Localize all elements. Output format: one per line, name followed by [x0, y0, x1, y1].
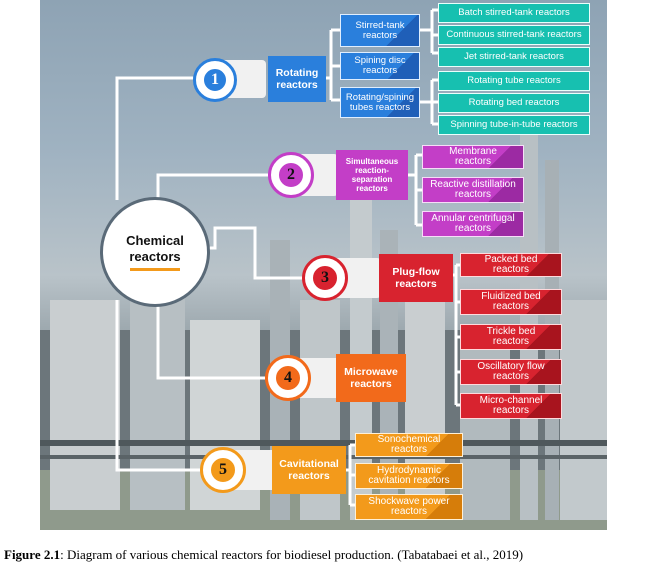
category-3-number: 3: [311, 264, 339, 292]
subtype-trickle-bed[interactable]: Trickle bed reactors: [460, 324, 562, 350]
hub-chemical-reactors[interactable]: Chemical reactors: [103, 200, 207, 304]
subtype-oscillatory-flow[interactable]: Oscillatory flow reactors: [460, 359, 562, 385]
category-2-number: 2: [277, 161, 305, 189]
variant-batch-stirred-tank[interactable]: Batch stirred-tank reactors: [438, 3, 590, 23]
category-2-badge: 2: [268, 152, 314, 198]
figure-caption: Figure 2.1: Diagram of various chemical …: [4, 547, 649, 563]
category-5-number: 5: [209, 456, 237, 484]
category-1-badge: 1: [193, 58, 237, 102]
variant-continuous-stirred-tank[interactable]: Continuous stirred-tank reactors: [438, 25, 590, 45]
subtype-fluidized-bed[interactable]: Fluidized bed reactors: [460, 289, 562, 315]
category-3-badge: 3: [302, 255, 348, 301]
category-4-microwave-reactors[interactable]: Microwave reactors: [336, 354, 406, 402]
category-1-rotating-reactors[interactable]: Rotating reactors: [268, 56, 326, 102]
hub-title: Chemical reactors: [126, 232, 184, 264]
variant-rotating-bed[interactable]: Rotating bed reactors: [438, 93, 590, 113]
category-2-simultaneous-reaction-separation[interactable]: Simultaneous reaction-separation reactor…: [336, 150, 408, 200]
subtype-micro-channel[interactable]: Micro-channel reactors: [460, 393, 562, 419]
category-5-cavitational-reactors[interactable]: Cavitational reactors: [272, 446, 346, 494]
subtype-rotating-tubes[interactable]: Rotating/spining tubes reactors: [340, 87, 420, 118]
figure-label: Figure 2.1: [4, 547, 61, 562]
hub-inner: Chemical reactors: [116, 213, 194, 291]
hub-underline: [130, 268, 180, 272]
subtype-packed-bed[interactable]: Packed bed reactors: [460, 253, 562, 277]
subtype-shockwave-power[interactable]: Shockwave power reactors: [355, 494, 463, 520]
category-3-plug-flow-reactors[interactable]: Plug-flow reactors: [379, 254, 453, 302]
connector-lines: [115, 8, 460, 507]
variant-rotating-tube[interactable]: Rotating tube reactors: [438, 71, 590, 91]
category-1-number: 1: [201, 66, 229, 94]
variant-spinning-tube-in-tube[interactable]: Spinning tube-in-tube reactors: [438, 115, 590, 135]
subtype-reactive-distillation[interactable]: Reactive distillation reactors: [422, 177, 524, 203]
figure-caption-text: : Diagram of various chemical reactors f…: [60, 547, 524, 562]
category-5-badge: 5: [200, 447, 246, 493]
subtype-hydrodynamic-cavitation[interactable]: Hydrodynamic cavitation reactors: [355, 463, 463, 489]
category-4-badge: 4: [265, 355, 311, 401]
subtype-membrane[interactable]: Membrane reactors: [422, 145, 524, 169]
subtype-spining-disc[interactable]: Spining disc reactors: [340, 52, 420, 80]
subtype-sonochemical[interactable]: Sonochemical reactors: [355, 433, 463, 457]
variant-jet-stirred-tank[interactable]: Jet stirred-tank reactors: [438, 47, 590, 67]
diagram-canvas: Chemical reactors Rotating reactors 1 St…: [40, 0, 607, 530]
subtype-annular-centrifugal[interactable]: Annular centrifugal reactors: [422, 211, 524, 237]
category-4-number: 4: [274, 364, 302, 392]
subtype-stirred-tank[interactable]: Stirred-tank reactors: [340, 14, 420, 47]
